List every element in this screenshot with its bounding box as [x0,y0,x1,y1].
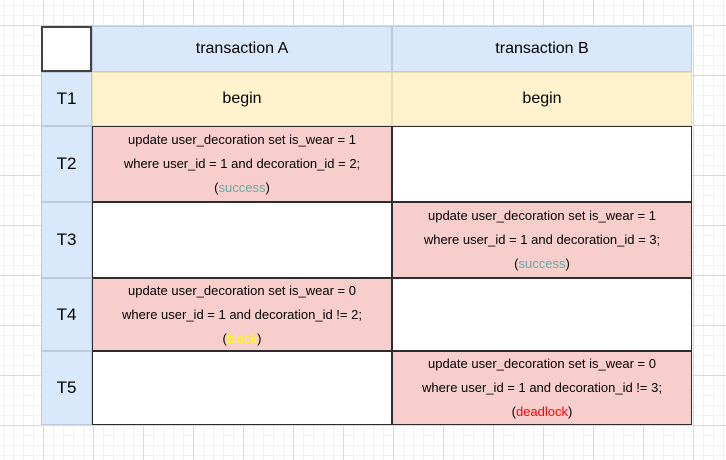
sql-line-1: update user_decoration set is_wear = 1 [127,132,356,147]
row-label-t4[interactable]: T4 [41,278,92,351]
paren-close: ) [568,404,573,419]
paren-open: ( [514,256,519,271]
cell-t2-transaction-b[interactable] [392,126,692,202]
transaction-table: transaction A transaction B T1 begin beg… [41,26,692,425]
sql-line-2: where user_id = 1 and decoration_id != 3… [422,380,662,395]
row-label-text: T3 [56,230,77,249]
cell-t5-transaction-a[interactable] [92,351,392,425]
row-label-t5[interactable]: T5 [41,351,92,425]
row-label-text: T1 [56,89,77,108]
status-label: (block) [222,327,261,351]
paren-open: ( [222,330,227,346]
status-label: (deadlock) [512,400,573,424]
cell-t5-transaction-b[interactable]: update user_decoration set is_wear = 0 w… [392,351,692,425]
status-word: success [518,256,566,271]
sql-line-1: update user_decoration set is_wear = 1 [427,208,656,223]
begin-label: begin [522,90,562,107]
paren-close: ) [565,256,570,271]
sql-line-1: update user_decoration set is_wear = 0 [427,356,656,371]
row-label-text: T4 [56,304,77,324]
cell-t3-transaction-a[interactable] [92,202,392,278]
sql-line-2: where user_id = 1 and decoration_id != 2… [122,306,362,322]
sql-line-2: where user_id = 1 and decoration_id = 3; [423,232,661,247]
cell-t4-transaction-a[interactable]: update user_decoration set is_wear = 0 w… [92,278,392,351]
column-header-transaction-a[interactable]: transaction A [92,26,392,72]
corner-cell[interactable] [41,26,92,72]
paren-open: ( [511,404,516,419]
cell-t1-transaction-a[interactable]: begin [92,72,392,126]
cell-t1-transaction-b[interactable]: begin [392,72,692,126]
row-label-t1[interactable]: T1 [41,72,92,126]
sql-line-2: where user_id = 1 and decoration_id = 2; [123,156,361,171]
header-label-transaction-a: transaction A [195,40,289,57]
status-word: deadlock [515,404,569,419]
row-label-t3[interactable]: T3 [41,202,92,278]
status-word: block [226,330,258,346]
row-label-t2[interactable]: T2 [41,126,92,202]
cell-t4-transaction-b[interactable] [392,278,692,351]
paren-open: ( [214,180,219,195]
paren-close: ) [257,330,262,346]
status-label: (success) [214,176,270,200]
begin-label: begin [222,90,262,107]
sql-line-1: update user_decoration set is_wear = 0 [127,282,356,298]
status-word: success [218,180,266,195]
column-header-transaction-b[interactable]: transaction B [392,26,692,72]
header-label-transaction-b: transaction B [495,40,589,57]
row-label-text: T2 [56,154,77,173]
row-label-text: T5 [56,378,77,397]
cell-t3-transaction-b[interactable]: update user_decoration set is_wear = 1 w… [392,202,692,278]
status-label: (success) [514,252,570,276]
cell-t2-transaction-a[interactable]: update user_decoration set is_wear = 1 w… [92,126,392,202]
paren-close: ) [265,180,270,195]
